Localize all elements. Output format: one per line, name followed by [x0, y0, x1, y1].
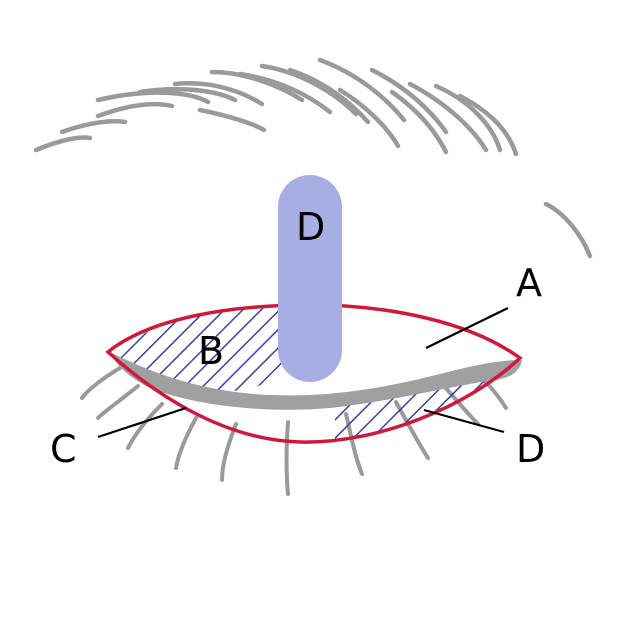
leader-d-lower	[423, 408, 505, 434]
lash	[284, 420, 290, 496]
brow-hair	[337, 87, 401, 149]
label-d-lower: D	[516, 427, 545, 471]
label-b: B	[198, 329, 224, 373]
brow-hair	[317, 57, 407, 123]
brow-hair	[33, 135, 93, 153]
brow-hair	[95, 90, 211, 105]
brow-hair	[433, 83, 503, 153]
brow-hair	[407, 81, 489, 153]
lash	[220, 422, 238, 482]
brow-hair	[259, 63, 359, 117]
brow-hair	[389, 89, 449, 155]
lash	[80, 366, 122, 400]
lash-line	[110, 352, 522, 410]
lash	[126, 402, 164, 450]
brow-hair	[369, 67, 449, 135]
eyelid-outline	[105, 303, 523, 444]
eye-pad	[278, 175, 342, 382]
label-a: A	[516, 261, 542, 305]
brow-hair	[172, 81, 265, 107]
brow-hair	[59, 119, 128, 135]
brow-hair	[95, 101, 175, 119]
label-d-pad: D	[296, 205, 325, 249]
brow-hair	[209, 69, 305, 103]
brow-hair	[237, 71, 333, 115]
leader-c	[97, 406, 187, 439]
eyebrow	[33, 57, 593, 259]
lash	[96, 384, 140, 420]
brow-hair	[543, 201, 593, 259]
label-c: C	[50, 427, 77, 471]
brow-hair	[457, 93, 519, 157]
lash	[174, 416, 198, 470]
leader-a	[425, 307, 509, 349]
brow-hair	[137, 86, 238, 103]
brow-hair	[287, 67, 371, 125]
brow-hair	[197, 107, 267, 133]
zone-b-hatch	[108, 305, 300, 393]
